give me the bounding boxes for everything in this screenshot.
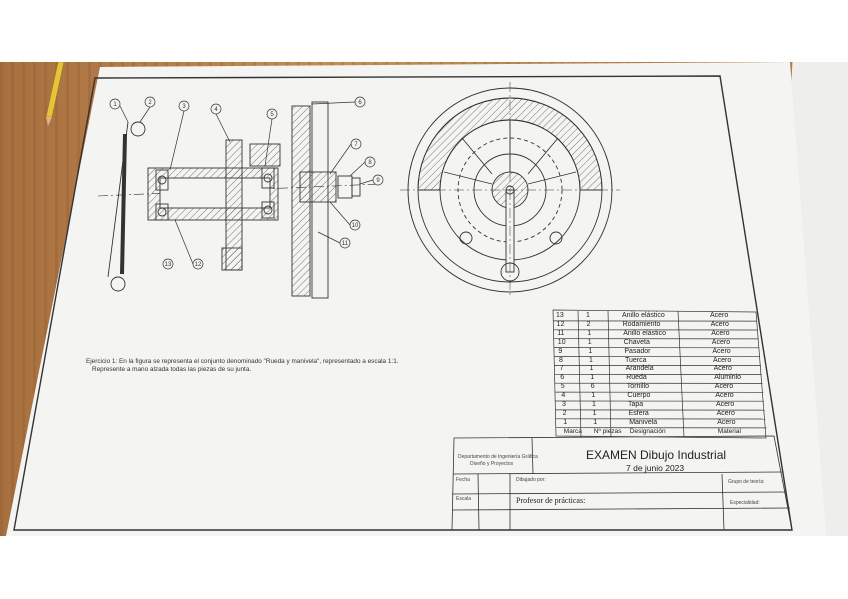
bom-cell: 2 — [586, 320, 591, 328]
bom-cell: Esfera — [628, 409, 649, 417]
bom-cell: Acero — [716, 409, 735, 417]
bom-cell: 1 — [587, 329, 592, 337]
bom-cell: 6 — [590, 383, 595, 391]
bom-cell: Anillo elástico — [622, 312, 665, 319]
bom-cell: 7 — [559, 365, 564, 373]
bom-cell: Acero — [714, 383, 734, 391]
callout-10: 10 — [352, 223, 359, 229]
bom-cell: 1 — [589, 365, 594, 373]
bom-cell: Cuerpo — [627, 392, 651, 400]
bom-table — [552, 309, 767, 439]
front-view — [400, 82, 620, 298]
exam-title: EXAMEN Dibujo Industrial — [586, 448, 727, 462]
bom-cell: 9 — [558, 347, 563, 355]
bom-cell: 1 — [563, 418, 568, 426]
dibujado-label: Dibujado por: — [516, 477, 546, 483]
bom-cell: 1 — [593, 418, 598, 426]
bom-cell: 2 — [562, 409, 567, 417]
exercise-statement: Ejercicio 1: En la figura se representa … — [86, 358, 399, 365]
bom-cell: Manivela — [629, 418, 658, 426]
department-name: Departamento de Ingeniería Gráfica — [458, 454, 538, 460]
bom-cell: 1 — [592, 401, 596, 408]
bom-cell: Arandela — [625, 365, 654, 373]
bom-cell: 11 — [557, 329, 565, 337]
paper — [6, 62, 826, 536]
bom-cell: Acero — [717, 418, 736, 426]
callout-numbers: 1 2 3 4 5 6 7 8 9 10 11 12 13 — [113, 100, 380, 268]
exercise-instruction: Represente a mano alzada todas las pieza… — [92, 366, 252, 373]
bom-cell: Acero — [713, 356, 732, 364]
callout-7: 7 — [354, 142, 358, 148]
section-view — [97, 101, 381, 299]
callout-2: 2 — [148, 100, 152, 106]
especialidad-label: Especialidad: — [730, 500, 760, 506]
bom-cell: 1 — [587, 338, 592, 346]
bom-cell: Chaveta — [623, 338, 650, 346]
bom-cell: 1 — [586, 312, 590, 319]
bom-cell: 10 — [557, 338, 566, 346]
department-subname: Diseño y Proyectos — [470, 461, 514, 467]
bom-cell: Acero — [715, 392, 734, 400]
bom-cell: Acero — [710, 312, 729, 319]
bom-header-designacion: Designación — [629, 427, 666, 435]
bom-header-material: Material — [717, 427, 741, 435]
bom-cell: 1 — [591, 392, 596, 400]
bom-cell: 3 — [562, 401, 566, 408]
callout-13: 13 — [165, 262, 172, 268]
bom-cell: Aluminio — [714, 374, 742, 382]
grupo-label: Grupo de teoría: — [728, 479, 765, 485]
bom-cell: Acero — [713, 365, 732, 373]
bom-cell: Tornillo — [626, 383, 649, 391]
pencil-icon — [45, 62, 65, 126]
bom-cell: Acero — [710, 320, 729, 328]
bom-cell: Rueda — [626, 374, 647, 382]
bom-header-piezas: Nº piezas — [593, 427, 622, 435]
callout-11: 11 — [342, 241, 349, 247]
exam-date: 7 de junio 2023 — [626, 463, 685, 473]
bom-cell: 12 — [556, 320, 565, 328]
bom-cell: Acero — [711, 338, 731, 346]
escala-label: Escala — [456, 496, 472, 502]
callout-5: 5 — [270, 112, 274, 118]
bom-cell: Anillo elástico — [623, 329, 666, 337]
bom-cell: 8 — [559, 356, 563, 364]
callout-6: 6 — [358, 100, 362, 106]
bom-cell: 1 — [588, 347, 593, 355]
bom-cell: Acero — [711, 329, 730, 337]
bom-cell: Pasador — [624, 347, 651, 355]
bom-cell: 1 — [590, 374, 595, 382]
bom-cell: 13 — [556, 312, 564, 319]
title-block — [451, 435, 793, 531]
callout-12: 12 — [195, 262, 202, 268]
bom-cell: 6 — [560, 374, 565, 382]
callout-9: 9 — [376, 178, 380, 184]
callout-4: 4 — [214, 107, 218, 113]
photo: 1 2 3 4 5 6 7 8 9 10 11 12 13 — [0, 62, 848, 536]
bom-cell: Tapa — [628, 401, 644, 408]
callout-8: 8 — [368, 160, 372, 166]
callout-1: 1 — [113, 102, 117, 108]
bom-header-marca: Marca — [563, 427, 582, 435]
profesor-label: Profesor de prácticas: — [516, 496, 586, 505]
bom-cell: 1 — [589, 356, 593, 364]
callout-3: 3 — [182, 104, 186, 110]
bom-cell: Acero — [712, 347, 731, 355]
callout-bubbles — [109, 96, 384, 270]
bom-cell: Rodamiento — [622, 320, 661, 328]
bom-cell: 5 — [560, 383, 565, 391]
fecha-label: Fecha — [456, 477, 470, 483]
bom-cell: Acero — [716, 401, 735, 408]
bom-cell: 1 — [592, 409, 597, 417]
bom-cell: 4 — [561, 392, 566, 400]
drawing-sheet: 1 2 3 4 5 6 7 8 9 10 11 12 13 — [6, 62, 826, 536]
bom-cell: Tuerca — [625, 356, 647, 364]
